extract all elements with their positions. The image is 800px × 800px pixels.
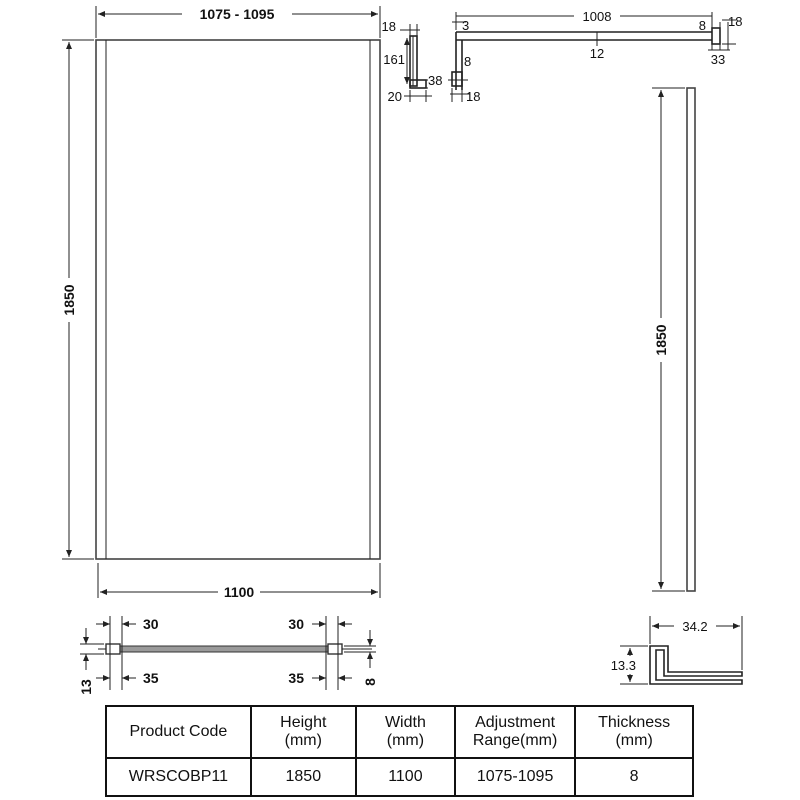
bracket-dim-18: 18 (382, 19, 396, 34)
profile-height-dimension: 13.3 (611, 658, 636, 673)
section-view: 30 35 30 35 13 8 (78, 616, 378, 695)
front-height-dimension: 1850 (61, 284, 77, 315)
section-glass (112, 645, 336, 653)
top-bar-dim-left-8: 8 (464, 54, 471, 69)
section-right-side-8: 8 (362, 678, 378, 686)
profile-detail: 34.2 13.3 (611, 616, 743, 685)
cell-thickness: 8 (574, 757, 694, 797)
front-top-dimension: 1075 - 1095 (200, 6, 275, 22)
top-bar-detail: 3 1008 8 18 12 33 8 18 (448, 9, 742, 104)
front-view: 1075 - 1095 1850 1100 (61, 6, 381, 600)
front-width-dimension: 1100 (224, 584, 255, 600)
section-right-profile (327, 643, 343, 655)
header-product-code: Product Code (105, 705, 252, 759)
bracket-dim-161: 161 (383, 52, 405, 67)
specification-table: Product Code Height(mm) Width(mm) Adjust… (105, 705, 694, 797)
bracket-dim-38: 38 (428, 73, 442, 88)
section-right-top-30: 30 (288, 616, 304, 632)
header-height: Height(mm) (249, 705, 357, 759)
side-height-dimension: 1850 (653, 324, 669, 355)
side-view: 1850 (652, 87, 696, 592)
bracket-foot (409, 79, 427, 89)
glass-panel (95, 39, 381, 560)
top-bar-dim-8: 8 (699, 18, 706, 33)
bracket-detail: 18 161 38 20 (382, 19, 443, 104)
bracket-dim-20: 20 (388, 89, 402, 104)
side-panel (686, 87, 696, 592)
profile-width-dimension: 34.2 (682, 619, 707, 634)
section-left-bottom-35: 35 (143, 670, 159, 686)
top-bar-dim-left-18: 18 (466, 89, 480, 104)
cell-product-code: WRSCOBP11 (105, 757, 252, 797)
section-left-side-13: 13 (78, 679, 94, 695)
section-left-profile (105, 643, 121, 655)
cell-height: 1850 (249, 757, 357, 797)
top-bar-right-clamp (711, 27, 721, 45)
spec-data-row: WRSCOBP11 1850 1100 1075-1095 8 (105, 757, 694, 797)
header-width: Width(mm) (354, 705, 456, 759)
u-channel-profile (649, 645, 743, 685)
top-bar-left-clamp (451, 71, 463, 87)
top-bar-dim-33: 33 (711, 52, 725, 67)
cell-width: 1100 (354, 757, 456, 797)
top-bar-dim-18: 18 (728, 14, 742, 29)
cell-adjustment-range: 1075-1095 (453, 757, 577, 797)
section-left-top-30: 30 (143, 616, 159, 632)
header-thickness: Thickness(mm) (574, 705, 694, 759)
section-right-bottom-35: 35 (288, 670, 304, 686)
top-bar-dim-1008: 1008 (583, 9, 612, 24)
top-bar-dim-3: 3 (462, 18, 469, 33)
top-bar-dim-12: 12 (590, 46, 604, 61)
spec-header-row: Product Code Height(mm) Width(mm) Adjust… (105, 705, 694, 759)
